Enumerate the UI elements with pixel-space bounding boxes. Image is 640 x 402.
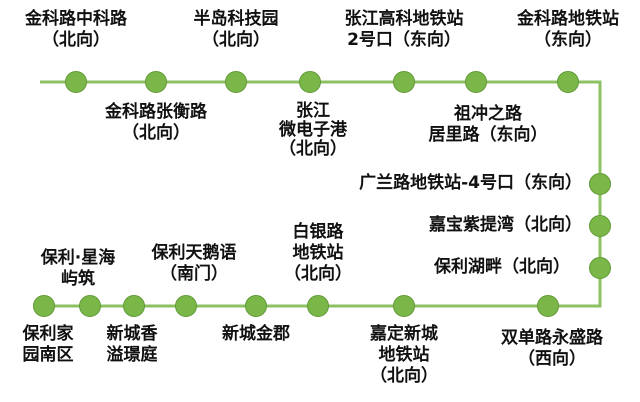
stop-label-line: 嘉宝紫提湾（北向） — [429, 215, 582, 235]
stop-dot-jinkelu-zhongke — [65, 71, 87, 93]
stop-label-baoli-hupan: 保利湖畔（北向） — [434, 257, 570, 278]
stop-label-jinkelu-zhongke: 金科路中科路 （北向） — [25, 9, 127, 51]
stop-label-zhangjiang-gaoke-metro: 张江高科地铁站 2号口（东向） — [345, 9, 464, 51]
stop-dot-zhangjiang-gaoke-metro — [393, 71, 415, 93]
stop-label-baoli-xinghai-yuzhu: 保利·星海 屿筑 — [41, 248, 115, 290]
stop-label-line: 微电子港 — [279, 120, 347, 140]
stop-dot-baoli-jiayuan-nanqu — [33, 295, 55, 317]
stop-label-baoli-tianeyu: 保利天鹅语 （南门） — [152, 243, 237, 285]
stop-label-baoli-jiayuan-nanqu: 保利家 园南区 — [23, 324, 74, 366]
stop-label-line: 金科路中科路 — [25, 9, 127, 29]
stop-dot-zuchongzhilu-julilu — [465, 71, 487, 93]
stop-label-line: （北向） — [370, 366, 438, 386]
stop-dot-baoli-xinghai-yuzhu — [79, 295, 101, 317]
stop-dot-shuangdanlu-yongshenglu — [537, 295, 559, 317]
stop-label-line: 屿筑 — [61, 269, 95, 289]
stop-label-jinkelu-metro: 金科路地铁站 （东向） — [517, 9, 619, 51]
stop-label-bandao-keji-yuan: 半岛科技园 （北向） — [194, 9, 279, 51]
stop-label-line: 广兰路地铁站-4号口（东向） — [359, 173, 582, 193]
stop-label-line: （南门） — [160, 264, 228, 284]
stop-label-zuchongzhilu-julilu: 祖冲之路 居里路（东向） — [429, 104, 548, 146]
stop-dot-zhangjiang-weidianzi-gang — [299, 71, 321, 93]
stop-label-line: 半岛科技园 — [193, 9, 279, 29]
stop-dot-xincheng-jinjun — [245, 295, 267, 317]
stop-label-shuangdanlu-yongshenglu: 双单路永盛路 （西向） — [501, 328, 603, 370]
stop-label-line: 2号口（东向） — [347, 30, 461, 50]
stop-label-line: 张江 — [296, 101, 330, 121]
stop-label-guanglanlu-metro: 广兰路地铁站-4号口（东向） — [359, 173, 582, 194]
stop-dot-baoli-hupan — [589, 257, 611, 279]
stop-label-line: 保利·星海 — [40, 248, 116, 268]
stop-label-line: 保利湖畔（北向） — [434, 257, 570, 277]
stop-dot-xincheng-xiangyi-jingting — [123, 295, 145, 317]
stop-dot-baiyinlu-metro — [307, 295, 329, 317]
stop-dot-baoli-tianeyu — [175, 295, 197, 317]
stop-label-line: 张江高科地铁站 — [344, 9, 464, 29]
stop-label-line: 祖冲之路 — [454, 104, 522, 124]
stop-label-jiabao-zitiwan: 嘉宝紫提湾（北向） — [429, 215, 582, 236]
stop-label-jiading-xincheng-metro: 嘉定新城 地铁站 （北向） — [370, 324, 438, 387]
stop-label-line: 双单路永盛路 — [501, 328, 603, 348]
stop-label-line: （北向） — [202, 30, 270, 50]
stop-dot-guanglanlu-metro — [589, 173, 611, 195]
stop-dot-jiabao-zitiwan — [589, 215, 611, 237]
stop-dot-jinkelu-zhangheng — [145, 71, 167, 93]
stop-label-baiyinlu-metro: 白银路 地铁站 （北向） — [284, 222, 352, 285]
stop-label-line: 地铁站 — [292, 243, 344, 263]
stop-label-line: （北向） — [284, 264, 352, 284]
stop-dot-jinkelu-metro — [557, 71, 579, 93]
stop-label-line: 保利天鹅语 — [151, 243, 237, 263]
stop-label-zhangjiang-weidianzi-gang: 张江 微电子港 （北向） — [279, 102, 347, 159]
stop-label-xincheng-xiangyi-jingting: 新城香 溢璟庭 — [107, 324, 158, 366]
stop-label-line: （北向） — [279, 139, 347, 159]
stop-label-line: 居里路（东向） — [428, 125, 548, 145]
stop-label-jinkelu-zhangheng: 金科路张衡路 （北向） — [105, 102, 207, 144]
stop-label-line: 保利家 — [22, 324, 74, 344]
stop-label-line: 新城香 — [106, 324, 158, 344]
stop-dot-bandao-keji-yuan — [225, 71, 247, 93]
stop-dot-jiading-xincheng-metro — [393, 295, 415, 317]
stop-label-line: 金科路地铁站 — [517, 9, 619, 29]
stop-label-line: 园南区 — [22, 345, 74, 365]
stop-label-line: （西向） — [518, 349, 586, 369]
stop-label-line: 新城金郡 — [222, 324, 290, 344]
stop-label-line: （东向） — [534, 30, 602, 50]
stop-label-line: 嘉定新城 — [370, 324, 438, 344]
stop-label-xincheng-jinjun: 新城金郡 — [222, 324, 290, 345]
stop-label-line: （北向） — [122, 123, 190, 143]
stop-label-line: 白银路 — [292, 222, 344, 242]
stop-label-line: 金科路张衡路 — [105, 102, 207, 122]
stop-label-line: 地铁站 — [378, 345, 430, 365]
stop-label-line: （北向） — [42, 30, 110, 50]
stop-label-line: 溢璟庭 — [106, 345, 158, 365]
